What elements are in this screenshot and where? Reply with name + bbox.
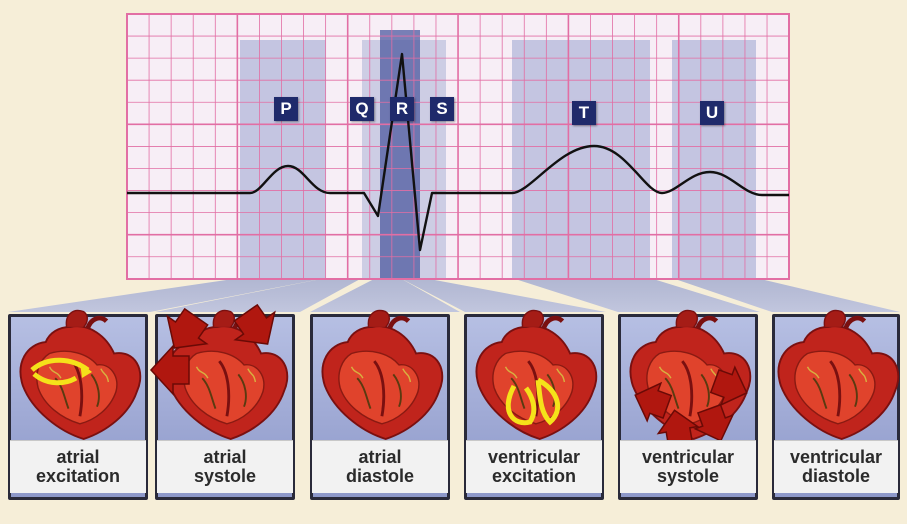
phase-line-2: excitation [466,467,602,486]
wave-label-u: U [700,101,724,125]
phase-label-atrial-systole: atrial systole [157,440,293,493]
phase-label-ventricular-excitation: ventricular excitation [466,440,602,493]
phase-line-1: ventricular [466,448,602,467]
phase-label-ventricular-diastole: ventricular diastole [774,440,898,493]
band-t [512,40,650,278]
phase-line-2: systole [620,467,756,486]
phase-line-2: systole [157,467,293,486]
band-u [672,40,756,278]
phase-line-1: ventricular [620,448,756,467]
wave-label-r: R [390,97,414,121]
phase-line-2: diastole [312,467,448,486]
phase-line-1: atrial [157,448,293,467]
phase-line-1: atrial [312,448,448,467]
phase-label-ventricular-systole: ventricular systole [620,440,756,493]
phase-line-2: excitation [10,467,146,486]
phase-label-atrial-diastole: atrial diastole [312,440,448,493]
wave-label-s: S [430,97,454,121]
wave-label-t: T [572,101,596,125]
wave-label-p: P [274,97,298,121]
phase-line-2: diastole [774,467,898,486]
phase-line-1: atrial [10,448,146,467]
wave-label-q: Q [350,97,374,121]
band-p [240,40,326,278]
phase-line-1: ventricular [774,448,898,467]
fan-connectors [8,278,900,312]
phase-label-atrial-excitation: atrial excitation [10,440,146,493]
